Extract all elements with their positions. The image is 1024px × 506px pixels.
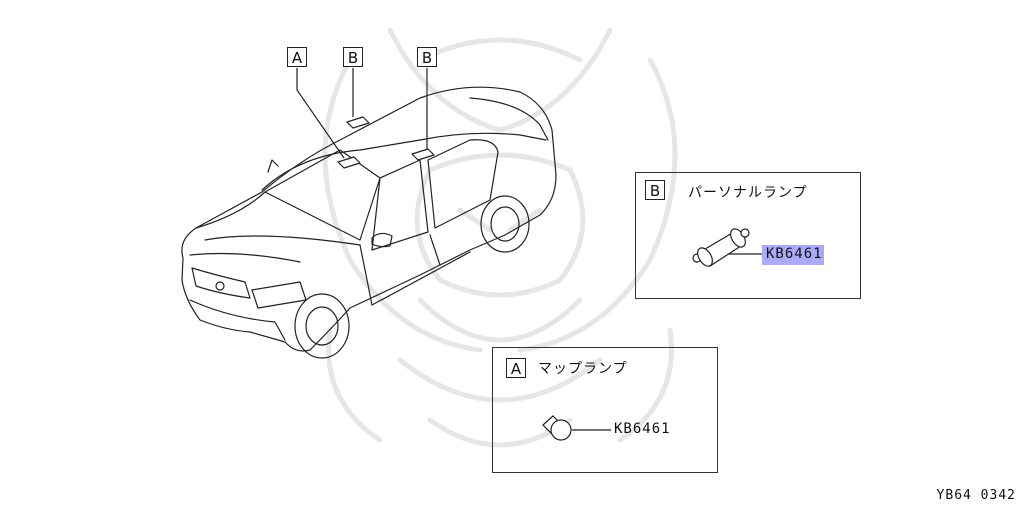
wedge-bulb-icon — [542, 415, 611, 441]
panel-a-title: マップランプ — [538, 361, 628, 377]
panel-personal-lamp: B パーソナルランプ KB6461 — [635, 172, 861, 299]
panel-a-tag: A — [506, 358, 526, 378]
panel-b-part-number[interactable]: KB6461 — [766, 246, 823, 262]
panel-a-part-number[interactable]: KB6461 — [614, 421, 671, 437]
callout-a: A — [287, 47, 307, 67]
panel-map-lamp: A マップランプ KB6461 — [492, 347, 718, 473]
festoon-bulb-icon — [692, 228, 762, 267]
panel-b-tag: B — [645, 180, 665, 200]
figure-code: YB64 0342 — [936, 488, 1016, 503]
callout-b-left: B — [343, 47, 363, 67]
callout-b-right: B — [417, 47, 437, 67]
panel-b-title: パーソナルランプ — [688, 185, 808, 201]
part-highlight — [762, 245, 824, 265]
